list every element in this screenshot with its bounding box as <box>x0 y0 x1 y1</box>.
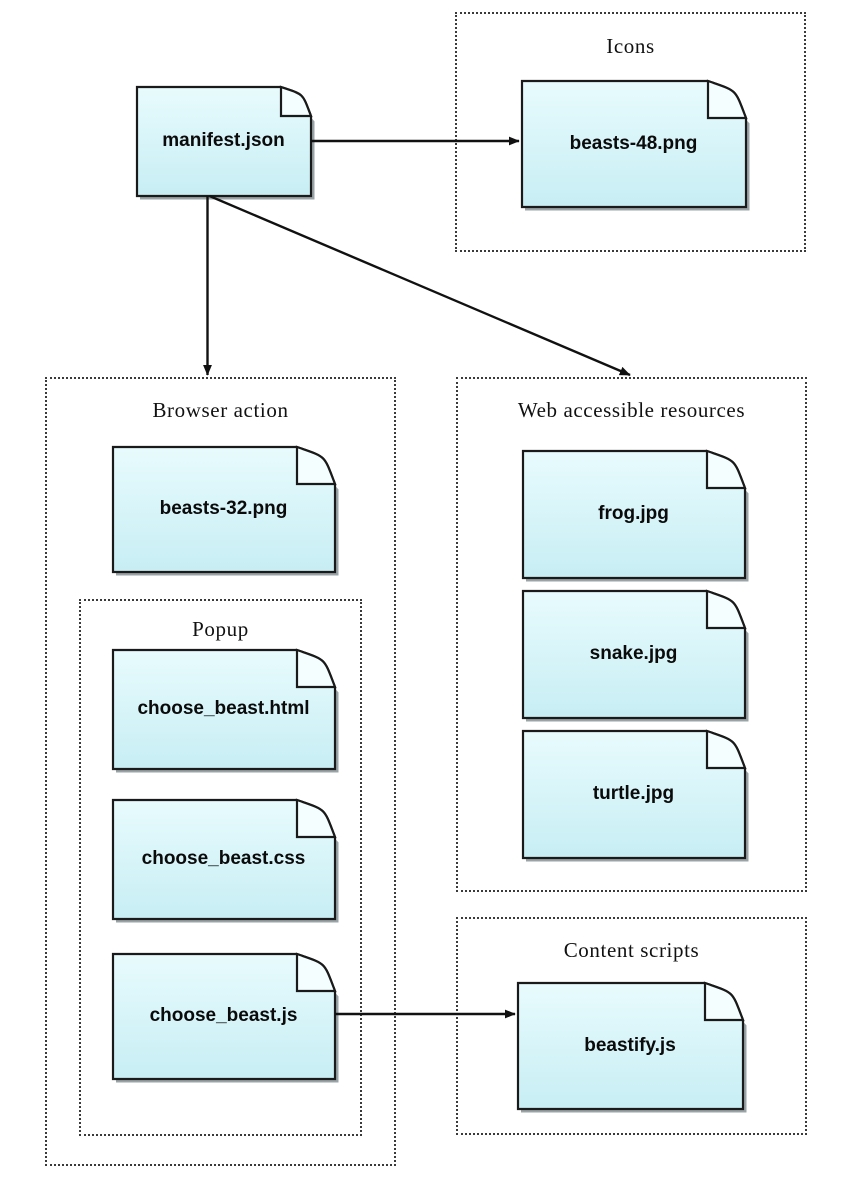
group-content-scripts-label: Content scripts <box>563 938 700 962</box>
file-node-choose-beast-js[interactable]: choose_beast.js <box>111 952 339 1083</box>
file-node-choose-beast-css[interactable]: choose_beast.css <box>111 798 339 923</box>
group-browser-action: Browser action <box>45 377 396 1166</box>
group-popup-label: Popup <box>192 617 249 641</box>
group-popup: Popup <box>79 599 362 1136</box>
group-content-scripts: Content scripts <box>456 917 807 1135</box>
file-node-choose-beast-html[interactable]: choose_beast.html <box>111 648 339 773</box>
file-node-beasts-48-png[interactable]: beasts-48.png <box>520 79 750 211</box>
file-node-turtle-jpg[interactable]: turtle.jpg <box>521 729 749 862</box>
file-node-snake-jpg[interactable]: snake.jpg <box>521 589 749 722</box>
group-icons-label: Icons <box>606 34 655 58</box>
file-node-manifest-json[interactable]: manifest.json <box>135 85 315 200</box>
group-icons: Icons <box>455 12 806 252</box>
group-browser-action-label: Browser action <box>152 398 289 422</box>
file-node-beasts-32-png[interactable]: beasts-32.png <box>111 445 339 576</box>
file-node-frog-jpg[interactable]: frog.jpg <box>521 449 749 582</box>
group-web-accessible-resources: Web accessible resources <box>456 377 807 892</box>
file-node-beastify-js[interactable]: beastify.js <box>516 981 747 1113</box>
group-web-accessible-resources-label: Web accessible resources <box>517 398 746 422</box>
